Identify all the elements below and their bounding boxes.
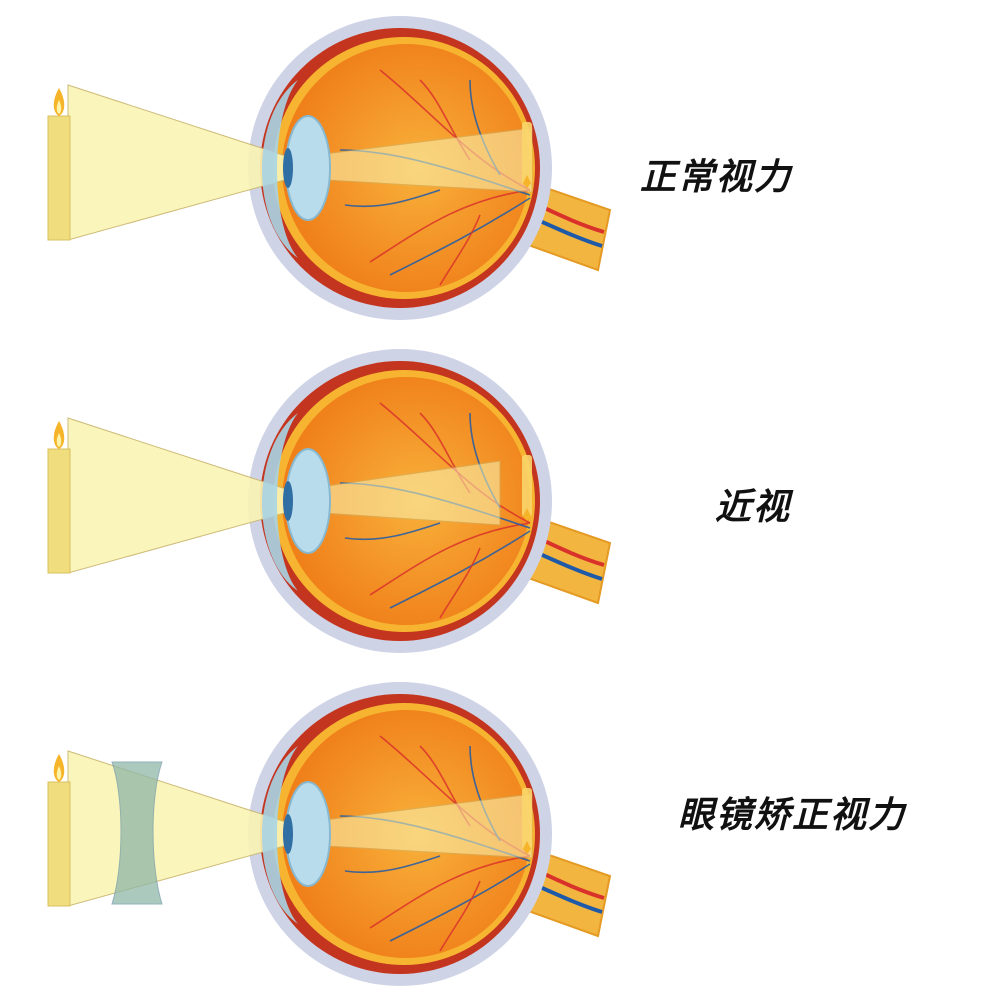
blood-vessel (379, 402, 531, 524)
cornea (262, 413, 298, 591)
pupil (283, 481, 293, 521)
blood-vessel (389, 197, 531, 276)
blood-vessel (369, 189, 531, 263)
label-glasses-corrected: 眼镜矫正视力 (678, 795, 907, 836)
blood-vessel (369, 855, 531, 929)
blood-vessel (344, 189, 441, 208)
cornea (262, 80, 298, 258)
candle-flame-core (56, 433, 62, 447)
blood-vessel (439, 214, 481, 286)
pupil (283, 814, 293, 854)
panel-glasses-corrected: 眼镜矫正视力 (0, 666, 1000, 999)
candle-flame-core (56, 100, 62, 114)
blood-vessel (439, 547, 481, 619)
candle-icon (47, 448, 71, 574)
eye-diagram-corrected (47, 682, 612, 986)
label-normal-vision: 正常视力 (640, 157, 793, 198)
blood-vessel (439, 880, 481, 952)
label-myopia: 近视 (715, 487, 792, 528)
pupil (283, 148, 293, 188)
blood-vessel (389, 530, 531, 609)
eye-diagram-normal (47, 16, 612, 320)
blood-vessel (344, 522, 441, 541)
panel-normal-vision: 正常视力 (0, 0, 1000, 333)
candle-icon (47, 115, 71, 241)
cornea (262, 746, 298, 924)
blood-vessel (389, 863, 531, 942)
candle-icon (47, 781, 71, 907)
retina-image-flame (523, 508, 531, 521)
eye-diagram-myopia (47, 349, 612, 653)
panel-myopia: 近视 (0, 333, 1000, 666)
retina-image (522, 122, 532, 184)
candle-flame-core (56, 766, 62, 780)
retina-image (522, 788, 532, 850)
retina-image-flame (523, 841, 531, 854)
concave-lens-icon (111, 761, 163, 905)
retina-image (522, 455, 532, 517)
blood-vessel (344, 855, 441, 874)
blood-vessel (369, 522, 531, 596)
retina-image-flame (523, 175, 531, 188)
